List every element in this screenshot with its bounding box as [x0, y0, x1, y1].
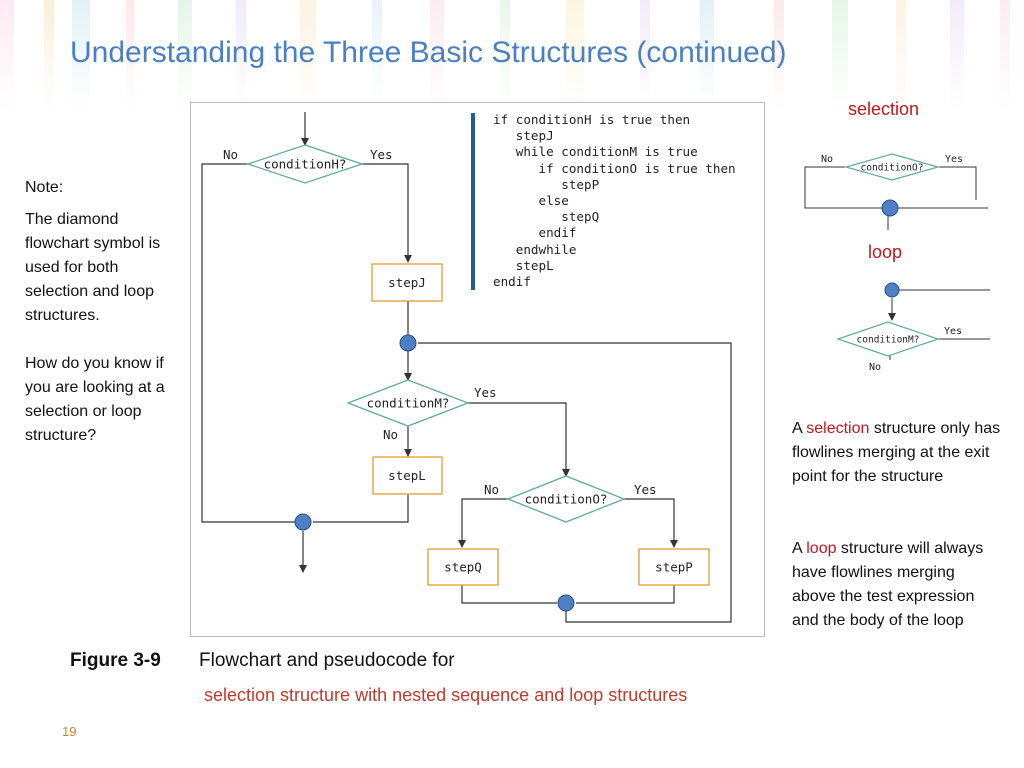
merge-point-selection [294, 513, 312, 531]
flowline [201, 163, 303, 523]
condition-o-no-label: No [484, 482, 499, 497]
pseudocode-block: if conditionH is true then stepJ while c… [493, 112, 736, 290]
merge-point-nested [557, 594, 575, 612]
mini-flowline [936, 166, 977, 200]
pseudocode-line: if conditionH is true then [493, 112, 691, 127]
mini-selection-no-label: No [821, 154, 833, 165]
loop-label: loop [868, 242, 903, 262]
condition-m-label: conditionM? [367, 396, 450, 411]
condition-h-no-label: No [223, 147, 238, 162]
mini-selection-diamond [843, 153, 941, 181]
pseudocode-line: stepQ [493, 209, 600, 225]
pseudocode-line: endif [493, 225, 577, 241]
flowline [458, 498, 508, 548]
condition-h-diamond [245, 144, 365, 184]
step-j-label: stepJ [388, 275, 426, 290]
condition-h-yes-label: Yes [370, 147, 393, 162]
selection-desc-prefix: A [792, 420, 807, 437]
mini-loop-cond-label: conditionM? [857, 335, 920, 346]
selection-description: A selection structure only has flowlines… [792, 417, 1002, 489]
selection-label: selection [848, 99, 920, 119]
pseudocode-line: endwhile [493, 241, 577, 257]
background-decoration [0, 0, 1024, 110]
note-paragraph-1: The diamond flowchart symbol is used for… [25, 211, 161, 324]
condition-m-diamond [346, 379, 470, 427]
condition-h-label: conditionH? [264, 157, 347, 172]
loop-description: A loop structure will always have flowli… [792, 537, 1002, 633]
condition-o-yes-label: Yes [634, 482, 657, 497]
figure-frame [190, 102, 765, 637]
loop-desc-text: structure will always have flowlines mer… [792, 540, 984, 629]
mini-loop-yes-label: Yes [944, 326, 962, 337]
note-paragraph-2: How do you know if you are looking at a … [25, 355, 165, 444]
condition-m-no-label: No [383, 427, 398, 442]
note-panel: Note: The diamond flowchart symbol is us… [25, 176, 175, 456]
condition-m-yes-label: Yes [474, 385, 497, 400]
flowline [313, 494, 409, 523]
flowline [576, 585, 675, 604]
condition-o-diamond [506, 475, 626, 523]
mini-selection-yes-label: Yes [945, 154, 963, 165]
step-q-label: stepQ [444, 560, 482, 575]
step-l-label: stepL [388, 468, 426, 483]
mini-loop-diamond [836, 321, 940, 357]
step-q-box [427, 548, 499, 586]
pseudocode-line: endif [493, 274, 531, 290]
selection-desc-text: structure only has flowlines merging at … [792, 420, 1001, 485]
pseudocode-bar [471, 113, 475, 290]
step-p-box [638, 548, 710, 586]
pseudocode-line: stepP [493, 176, 600, 192]
condition-o-label: conditionO? [525, 492, 608, 507]
mini-loop-no-label: No [869, 362, 881, 373]
mini-selection-cond-label: conditionO? [861, 163, 924, 174]
loop-desc-prefix: A [792, 540, 807, 557]
mini-loop-merge-dot [884, 282, 900, 298]
flowline [468, 402, 570, 477]
pseudocode-line: stepL [493, 257, 554, 273]
slide-title: Understanding the Three Basic Structures… [70, 36, 787, 69]
pseudocode-line: stepJ [493, 128, 554, 144]
merge-point-loop [399, 334, 417, 352]
figure-caption-subtitle: selection structure with nested sequence… [204, 685, 688, 705]
note-heading: Note: [25, 179, 64, 196]
pseudocode-line: while conditionM is true [493, 144, 698, 160]
step-j-box [371, 263, 443, 302]
flowline [624, 498, 678, 548]
flowline [418, 342, 732, 623]
flowline [461, 585, 557, 604]
loop-desc-keyword: loop [806, 540, 837, 557]
flowline [362, 163, 412, 263]
figure-label: Figure 3-9 [70, 650, 161, 671]
step-p-label: stepP [655, 560, 693, 575]
pseudocode-line: else [493, 193, 569, 209]
figure-caption: Flowchart and pseudocode for [199, 650, 455, 671]
page-number: 19 [62, 724, 77, 739]
step-l-box [372, 456, 443, 495]
selection-desc-keyword: selection [806, 420, 870, 437]
pseudocode-line: if conditionO is true then [493, 160, 736, 176]
mini-selection-merge-dot [881, 199, 899, 217]
